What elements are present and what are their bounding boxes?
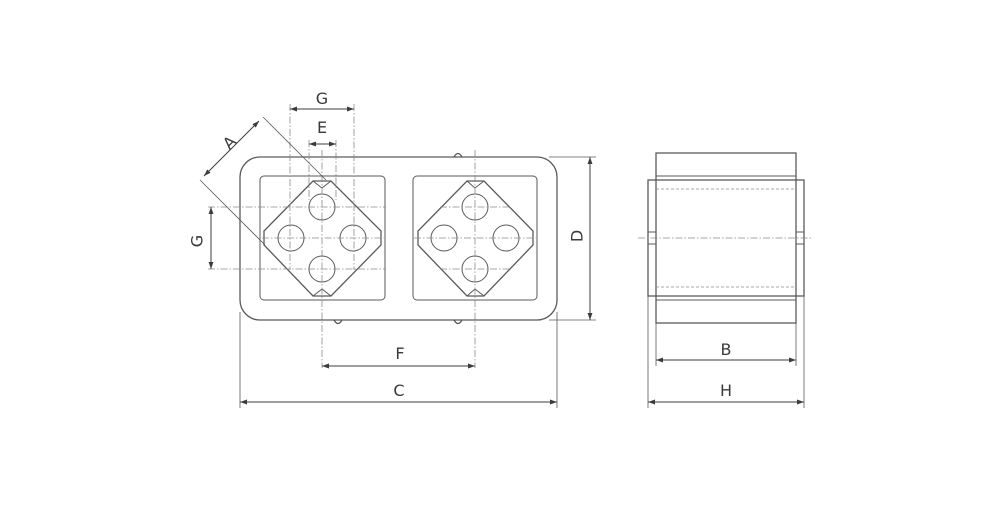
dim-label-d: D [568, 230, 587, 242]
dimension-f: F [322, 344, 475, 369]
dimension-e: E [309, 118, 336, 147]
bottom-bump-mid [453, 319, 463, 325]
body-outline [239, 156, 558, 321]
dimension-h: H [647, 296, 805, 408]
left-diamond-plate [263, 180, 382, 297]
front-view: A G E G D F [188, 89, 596, 408]
dimension-a: A [199, 116, 327, 246]
dim-label-b: B [721, 340, 732, 359]
dimension-c: C [239, 312, 558, 408]
dim-label-e: E [317, 118, 327, 137]
dim-label-a: A [219, 132, 240, 153]
right-diamond-plate [417, 180, 534, 297]
top-bump-mid [453, 152, 463, 158]
dimension-g-top: G [290, 89, 354, 112]
dim-label-h: H [720, 381, 732, 400]
side-view: B H [638, 152, 812, 408]
dimension-d: D [549, 156, 596, 321]
front-center-lines [208, 104, 536, 368]
dimension-g-left: G [188, 207, 214, 269]
dim-label-f: F [395, 344, 404, 363]
dim-label-g-left: G [188, 235, 207, 247]
dim-label-c: C [393, 381, 404, 400]
dimension-b: B [655, 323, 797, 366]
bottom-bump-left [333, 319, 343, 325]
dim-label-g-top: G [316, 89, 328, 108]
